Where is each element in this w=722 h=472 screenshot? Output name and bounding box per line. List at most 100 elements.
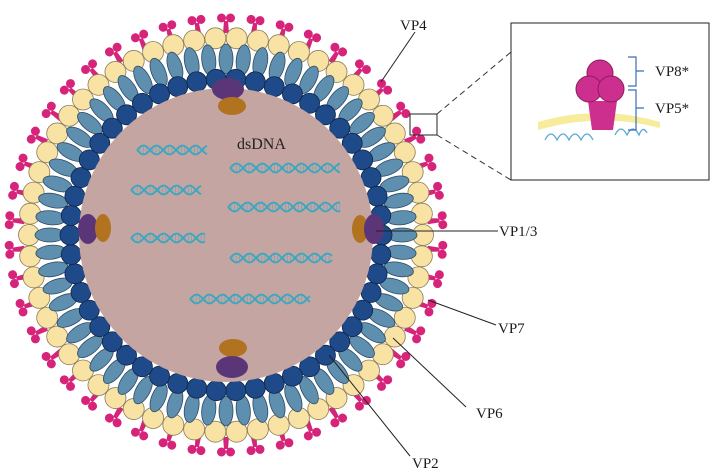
vp7-bead xyxy=(58,104,81,127)
vp7-bead xyxy=(393,141,416,164)
vp2-bead xyxy=(64,263,86,285)
vp2-bead xyxy=(89,316,111,338)
vp1-3-complex-right xyxy=(352,214,384,244)
label-vp7: VP7 xyxy=(498,321,525,337)
vp2-bead xyxy=(244,377,266,399)
vp2-bead xyxy=(263,372,285,394)
vp2-bead xyxy=(167,372,189,394)
vp6-layer xyxy=(34,43,418,427)
vp3-bottom xyxy=(219,339,247,357)
vp3-left xyxy=(95,214,111,242)
vp8-bracket xyxy=(628,56,644,87)
inset-vp8-head-right xyxy=(597,75,625,103)
vp2-bead xyxy=(341,316,363,338)
vp1-3-complex-top xyxy=(212,78,246,115)
vp2-bead xyxy=(78,149,100,171)
vp2-bead xyxy=(329,331,351,353)
vp2-bead xyxy=(370,244,392,265)
vp6-subunit xyxy=(218,43,234,75)
zoom-marker-box xyxy=(409,113,438,136)
vp4-spike xyxy=(328,406,348,428)
vp7-bead xyxy=(393,306,416,329)
label-vp4: VP4 xyxy=(400,18,427,34)
vp2-bead xyxy=(282,83,303,105)
label-vp6: VP6 xyxy=(476,406,503,422)
label-dsdna: dsDNA xyxy=(237,136,286,153)
vp7-bead xyxy=(246,418,269,441)
vp7-bead xyxy=(204,27,227,50)
leader-vp6 xyxy=(392,337,467,408)
vp7-bead xyxy=(183,29,206,52)
vp6-subunit xyxy=(218,395,234,427)
vp2-bead xyxy=(341,132,363,154)
dna-strand xyxy=(189,293,311,305)
vp4-spike xyxy=(427,211,448,230)
vp6-subunit xyxy=(77,335,103,359)
vp4-spike xyxy=(246,434,265,456)
dna-strand xyxy=(130,232,206,244)
vp2-bead xyxy=(186,71,208,93)
label-vp5: VP5* xyxy=(655,101,689,117)
vp6-subunit xyxy=(77,111,103,135)
vp4-spike xyxy=(328,42,348,64)
vp2-bead xyxy=(116,104,137,126)
vp7-bead xyxy=(246,29,269,52)
vp7-bead xyxy=(383,122,406,145)
vp1-left xyxy=(78,214,98,244)
vp7-bead xyxy=(383,325,406,348)
vp2-bead xyxy=(352,149,374,171)
vp2-bead xyxy=(149,83,170,105)
core-interior xyxy=(79,88,373,382)
vp2-bead xyxy=(59,224,81,246)
label-vp2: VP2 xyxy=(412,456,439,472)
vp2-bead xyxy=(60,205,82,226)
vp2-bead xyxy=(116,344,137,366)
vp7-bead xyxy=(183,418,206,441)
vp7-bead xyxy=(46,325,69,348)
vp2-bead xyxy=(101,117,123,139)
leader-vp4 xyxy=(380,31,416,83)
dna-strand xyxy=(229,252,333,264)
leader-vp7 xyxy=(427,299,497,326)
dna-strand xyxy=(130,184,202,196)
vp7-bead xyxy=(371,104,394,127)
vp2-bead xyxy=(366,185,388,207)
dna-strand xyxy=(136,144,208,156)
dsdna-strands xyxy=(130,144,341,305)
vp1-bottom xyxy=(216,356,248,378)
vp2-bead xyxy=(299,92,320,114)
vp1-top xyxy=(212,78,244,100)
vp2-bead xyxy=(299,356,320,378)
vp4-spike-ring xyxy=(4,13,448,457)
vp2-bead xyxy=(282,365,303,387)
leader-lines xyxy=(328,31,498,457)
vp4-spike xyxy=(217,437,235,457)
dna-strand xyxy=(229,162,341,174)
vp2-bead xyxy=(167,76,189,98)
vp2-bead xyxy=(186,377,208,399)
vp4-spike xyxy=(4,211,25,230)
vp2-bead xyxy=(225,380,247,402)
vp2-bead xyxy=(244,71,266,93)
zoom-connector-bottom xyxy=(436,134,512,181)
vp2-bead xyxy=(315,104,336,126)
vp2-bead xyxy=(366,263,388,285)
inset-membrane xyxy=(538,113,660,130)
vp6-subunit xyxy=(349,111,375,135)
vp2-layer xyxy=(59,68,393,402)
vp2-bead xyxy=(132,356,153,378)
vp7-bead xyxy=(58,343,81,366)
vp2-bead xyxy=(329,117,351,139)
vp2-bead xyxy=(205,380,227,402)
vp4-spike xyxy=(81,389,101,411)
dna-strand xyxy=(227,201,341,213)
vp2-bead xyxy=(132,92,153,114)
vp4-spike xyxy=(104,406,124,428)
vp4-spike xyxy=(217,13,235,33)
vp3-right xyxy=(352,215,368,243)
vp4-spike xyxy=(41,349,63,369)
vp2-bead xyxy=(352,299,374,321)
vp7-bead xyxy=(46,122,69,145)
